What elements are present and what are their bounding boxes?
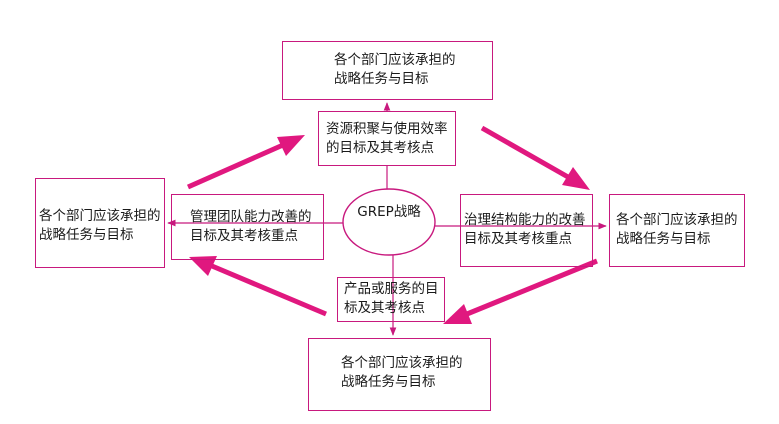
inner-box-team-line2: 目标及其考核重点: [190, 228, 298, 244]
cycle-arrow-top-left: [186, 135, 305, 190]
inner-box-product-line1: 产品或服务的目: [344, 281, 439, 297]
inner-box-resources-line2: 的目标及其考核点: [326, 140, 434, 156]
outer-box-right: 各个部门应该承担的 战略任务与目标: [609, 194, 745, 267]
outer-box-top-line1: 各个部门应该承担的: [334, 52, 456, 68]
outer-box-right-line2: 战略任务与目标: [616, 231, 711, 247]
inner-box-team-line1: 管理团队能力改善的: [190, 209, 312, 225]
center-ellipse: [342, 188, 436, 256]
outer-box-top-line2: 战略任务与目标: [334, 71, 429, 87]
inner-box-governance-line2: 目标及其考核重点: [464, 231, 572, 247]
inner-box-resources-line1: 资源积聚与使用效率: [326, 121, 448, 137]
outer-box-bottom-line1: 各个部门应该承担的: [341, 355, 463, 371]
outer-box-bottom-line2: 战略任务与目标: [341, 374, 436, 390]
center-label: GREP战略: [357, 204, 421, 220]
outer-box-right-line1: 各个部门应该承担的: [616, 212, 738, 228]
outer-box-left-line2: 战略任务与目标: [39, 227, 134, 243]
outer-box-top: 各个部门应该承担的 战略任务与目标: [282, 41, 493, 100]
inner-box-team: 管理团队能力改善的 目标及其考核重点: [171, 194, 324, 260]
cycle-arrow-bottom-right: [443, 258, 598, 324]
outer-box-left-line1: 各个部门应该承担的: [39, 208, 161, 224]
outer-box-left: 各个部门应该承担的 战略任务与目标: [35, 178, 165, 268]
cycle-arrow-top-right: [480, 125, 590, 190]
inner-box-resources: 资源积聚与使用效率 的目标及其考核点: [318, 111, 456, 166]
outer-box-bottom: 各个部门应该承担的 战略任务与目标: [308, 338, 491, 411]
cycle-arrow-bottom-left: [189, 256, 327, 317]
inner-box-governance: 治理结构能力的改善 目标及其考核重点: [460, 194, 593, 267]
inner-box-product-line2: 标及其考核点: [344, 300, 425, 316]
inner-box-governance-line1: 治理结构能力的改善: [464, 212, 586, 228]
inner-box-product: 产品或服务的目 标及其考核点: [337, 277, 445, 322]
